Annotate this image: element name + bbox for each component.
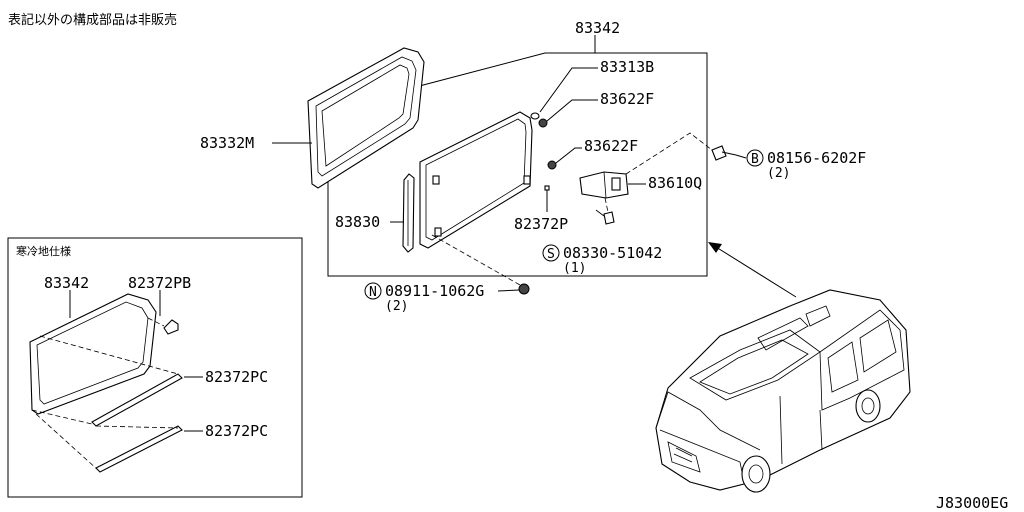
label-83610q: 83610Q	[648, 174, 702, 192]
qty-08911: (2)	[385, 299, 408, 314]
qty-08156: (2)	[767, 166, 790, 181]
spacer-82372p	[544, 185, 550, 191]
badge-s	[542, 244, 560, 262]
pointer-arrow-line	[715, 246, 797, 298]
dash-nut	[431, 234, 521, 286]
diagram-code: J83000EG	[936, 494, 1008, 512]
leader-83622f-upper	[546, 99, 598, 122]
badge-n	[364, 282, 382, 300]
label-inset-82372pc-2: 82372PC	[205, 422, 268, 440]
nut-08911	[518, 283, 530, 295]
seal-83830	[402, 173, 415, 253]
clip-83313b	[530, 112, 540, 120]
label-08911: 08911-1062G	[385, 282, 484, 300]
label-inset-82372pc-1: 82372PC	[205, 368, 268, 386]
leader-08911	[497, 289, 520, 292]
main-group-box	[327, 52, 708, 277]
inset-box	[7, 237, 303, 498]
inset-title: 寒冷地仕様	[16, 244, 71, 258]
label-inset-83342: 83342	[44, 274, 89, 292]
leader-83313b	[539, 67, 598, 113]
inset-strip-82372pc-2	[95, 425, 183, 473]
label-08156: 08156-6202F	[767, 149, 866, 167]
label-83830: 83830	[335, 213, 380, 231]
dash-bolt	[625, 132, 713, 175]
dash-inset-strip-2b	[35, 413, 99, 471]
dash-inset-strip-2a	[95, 425, 179, 429]
glass-83332m	[307, 47, 425, 189]
dash-inset-spacer	[147, 317, 165, 327]
label-08330: 08330-51042	[563, 244, 662, 262]
badge-b-letter: B	[751, 152, 759, 167]
leader-83622f-middle	[555, 147, 582, 164]
dash-screw	[604, 197, 609, 213]
label-83622f-upper: 83622F	[600, 90, 654, 108]
inset-glass-83342	[29, 293, 157, 415]
latch-83610q	[579, 171, 629, 199]
label-82372p: 82372P	[514, 215, 568, 233]
vehicle-illustration	[655, 289, 911, 493]
label-inset-82372pb: 82372PB	[128, 274, 191, 292]
badge-b	[746, 149, 764, 167]
label-83313b: 83313B	[600, 58, 654, 76]
label-83622f-middle: 83622F	[584, 137, 638, 155]
header-note: 表記以外の構成部品は非販売	[8, 12, 177, 28]
inset-strip-82372pc-1	[91, 373, 183, 427]
leader-08156	[735, 154, 747, 159]
pointer-arrow-head	[708, 242, 722, 253]
grommet-83622f-middle	[547, 160, 557, 170]
badge-n-letter: N	[369, 285, 377, 300]
label-83342: 83342	[575, 19, 620, 37]
dash-inset-strip-1b	[31, 409, 93, 425]
qty-08330: (1)	[563, 261, 586, 276]
badge-s-letter: S	[547, 247, 555, 262]
screw-08330	[595, 209, 615, 225]
bolt-08156	[711, 145, 737, 161]
grommet-83622f-upper	[538, 118, 548, 128]
label-83332m: 83332M	[200, 134, 254, 152]
glass-panel-83342	[419, 111, 533, 249]
inset-spacer-82372pb	[163, 319, 179, 335]
